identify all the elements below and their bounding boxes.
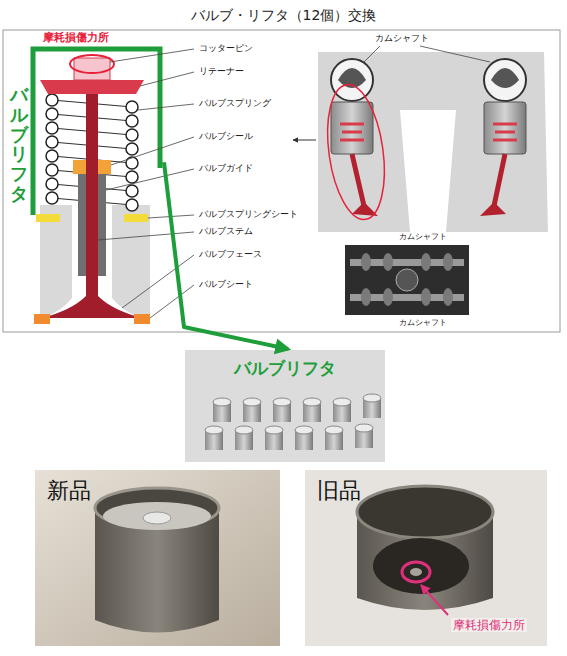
lifter-bracket bbox=[33, 49, 160, 215]
part-name: バルブスプリング bbox=[198, 98, 272, 109]
spring-mark bbox=[340, 124, 517, 140]
valve-stem bbox=[86, 62, 98, 300]
camshaft-photo bbox=[345, 245, 469, 315]
part-name: バルブシート bbox=[198, 279, 254, 290]
lifter bbox=[331, 102, 373, 154]
photo-panel: 旧品摩耗損傷力所 bbox=[305, 470, 547, 646]
callout-text: 摩耗損傷力所 bbox=[451, 618, 527, 632]
cam-lobe bbox=[361, 253, 453, 306]
photo-label: 旧品 bbox=[317, 478, 361, 504]
lifter-rim bbox=[357, 486, 493, 538]
part-name: コッターピン bbox=[198, 43, 254, 54]
valve-cross-section bbox=[33, 49, 194, 324]
photo-ground bbox=[305, 470, 547, 646]
old-lifter-photo bbox=[305, 470, 547, 646]
part-name: バルブステム bbox=[198, 226, 254, 237]
photo-label: 新品 bbox=[47, 478, 91, 504]
valve bbox=[494, 154, 505, 206]
valve-head bbox=[42, 296, 142, 318]
connector-arrow bbox=[164, 162, 288, 349]
valve-seat bbox=[34, 314, 50, 324]
lifters-photo bbox=[185, 350, 385, 462]
part-name: カムシャフト bbox=[398, 232, 448, 242]
wear-mark bbox=[402, 562, 430, 582]
callout-arrow bbox=[421, 585, 448, 615]
panel-frame bbox=[3, 30, 560, 332]
leader-line bbox=[364, 46, 490, 62]
part-name: バルブフェース bbox=[198, 249, 263, 260]
gear bbox=[396, 269, 418, 291]
bracket-label: バルブリフタ bbox=[10, 85, 28, 204]
valve-head bbox=[480, 202, 506, 216]
part-name: カムシャフト bbox=[398, 318, 448, 328]
photo-panel: 新品 bbox=[35, 470, 280, 646]
lifter-inside bbox=[103, 502, 211, 530]
part-name: バルブシール bbox=[198, 131, 254, 142]
part-name: バルブガイド bbox=[198, 163, 254, 174]
direction-arrow bbox=[293, 140, 316, 141]
cam-lobe bbox=[331, 59, 373, 101]
cylinder-head bbox=[318, 52, 548, 232]
diagram-title: バルブ・リフタ（12個）交換 bbox=[0, 7, 567, 24]
lifter bbox=[205, 394, 381, 450]
cam-lobe bbox=[491, 68, 519, 88]
valve-seat bbox=[134, 314, 150, 324]
part-name: リテーナー bbox=[198, 66, 245, 77]
highlight-ring bbox=[320, 81, 392, 223]
head-body bbox=[112, 205, 150, 316]
part-name: バルブスプリングシート bbox=[198, 209, 299, 220]
photo-ground bbox=[35, 470, 280, 646]
lifter-center bbox=[143, 512, 171, 524]
cam-lobe bbox=[484, 59, 526, 101]
part-name: カムシャフト bbox=[374, 33, 430, 44]
lifter-bracket-box: バルブリフタ bbox=[8, 47, 164, 219]
spring-seat bbox=[36, 214, 60, 222]
retainer bbox=[40, 80, 144, 94]
photo-panel: バルブリフタ bbox=[185, 350, 391, 462]
photo-ground bbox=[185, 350, 385, 462]
engine-section bbox=[293, 46, 548, 315]
cotter-pin bbox=[74, 58, 110, 80]
new-lifter-photo bbox=[35, 470, 280, 646]
photo-label: バルブリフタ bbox=[185, 358, 385, 378]
spring-seat bbox=[124, 214, 148, 222]
lifter-center bbox=[410, 568, 422, 576]
lifter bbox=[484, 102, 526, 154]
wear-mark bbox=[70, 55, 114, 73]
valve bbox=[352, 154, 364, 206]
port bbox=[400, 110, 456, 232]
wear-label: 摩耗損傷力所 bbox=[42, 31, 110, 44]
